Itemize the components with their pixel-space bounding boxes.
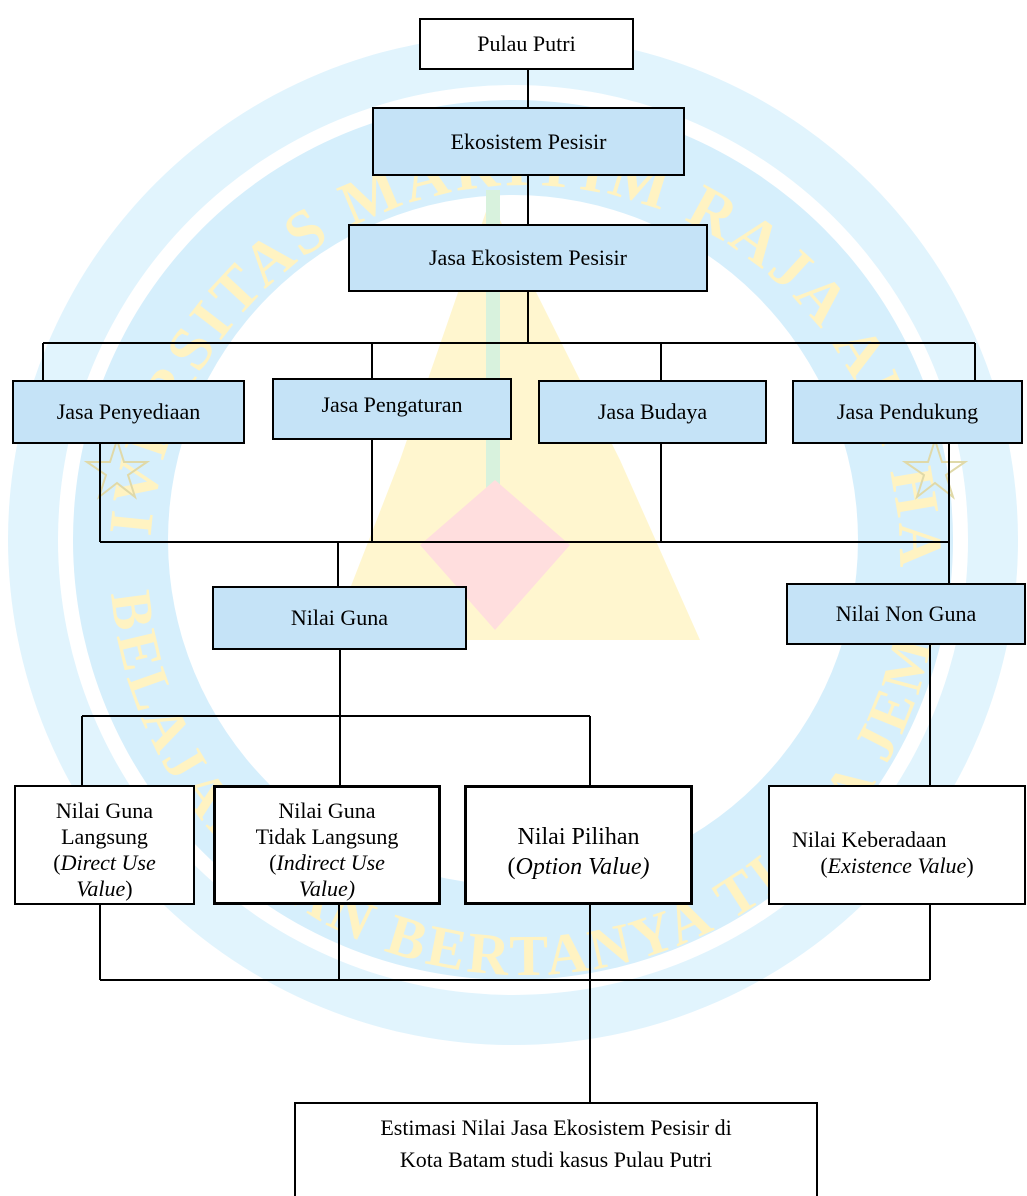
jasa-penyediaan-label: Jasa Penyediaan <box>56 399 201 424</box>
jasa-budaya-label: Jasa Budaya <box>597 399 708 424</box>
direct-use-line-2: Langsung <box>61 824 148 849</box>
jasa-pengaturan-box: Jasa Pengaturan <box>272 378 512 440</box>
star-icon <box>901 436 969 500</box>
indirect-use-line-4: Value) <box>298 876 356 901</box>
indirect-use-line-1: Nilai Guna <box>278 798 376 823</box>
nilai-guna-label: Nilai Guna <box>290 605 389 630</box>
existence-value-box: Nilai Keberadaan (Existence Value) <box>768 785 1026 905</box>
direct-use-line-1: Nilai Guna <box>55 798 154 823</box>
sail-icon <box>330 200 700 640</box>
direct-use-value-box: Nilai Guna Langsung (Direct Use Value) <box>14 785 195 905</box>
direct-use-line-4: Value) <box>76 876 133 901</box>
jasa-ekosistem-pesisir-box: Jasa Ekosistem Pesisir <box>348 224 708 292</box>
ekosistem-pesisir-label: Ekosistem Pesisir <box>450 128 607 154</box>
indirect-use-line-2: Tidak Langsung <box>255 824 399 849</box>
book-page-icon <box>342 641 683 722</box>
option-line-2: (Option Value) <box>507 854 650 880</box>
nilai-guna-box: Nilai Guna <box>212 586 467 650</box>
indirect-use-line-3: (Indirect Use <box>269 850 385 875</box>
existence-line-2: (Existence Value) <box>820 853 974 878</box>
jasa-pendukung-label: Jasa Pendukung <box>836 399 979 424</box>
pulau-putri-label: Pulau Putri <box>477 31 576 56</box>
indirect-use-value-box: Nilai Guna Tidak Langsung (Indirect Use … <box>213 785 441 905</box>
jasa-ekosistem-pesisir-label: Jasa Ekosistem Pesisir <box>429 245 627 270</box>
jasa-pengaturan-label: Jasa Pengaturan <box>321 392 463 417</box>
nilai-non-guna-box: Nilai Non Guna <box>786 583 1026 645</box>
star-icon <box>83 436 151 500</box>
book-icon <box>325 665 705 763</box>
estimasi-nilai-box: Estimasi Nilai Jasa Ekosistem Pesisir di… <box>294 1102 818 1196</box>
jasa-penyediaan-box: Jasa Penyediaan <box>12 380 245 444</box>
boat-hull-icon <box>420 480 570 630</box>
nilai-non-guna-label: Nilai Non Guna <box>835 601 977 626</box>
direct-use-line-3: (Direct Use <box>53 850 156 875</box>
option-value-box: Nilai Pilihan (Option Value) <box>464 785 693 905</box>
existence-line-1: Nilai Keberadaan <box>792 827 947 852</box>
option-line-1: Nilai Pilihan <box>517 824 640 850</box>
estimasi-line-2: Kota Batam studi kasus Pulau Putri <box>399 1147 713 1172</box>
ekosistem-pesisir-box: Ekosistem Pesisir <box>372 107 685 176</box>
jasa-pendukung-box: Jasa Pendukung <box>792 380 1023 444</box>
pulau-putri-box: Pulau Putri <box>419 18 634 70</box>
estimasi-line-1: Estimasi Nilai Jasa Ekosistem Pesisir di <box>380 1115 732 1140</box>
jasa-budaya-box: Jasa Budaya <box>538 380 767 444</box>
